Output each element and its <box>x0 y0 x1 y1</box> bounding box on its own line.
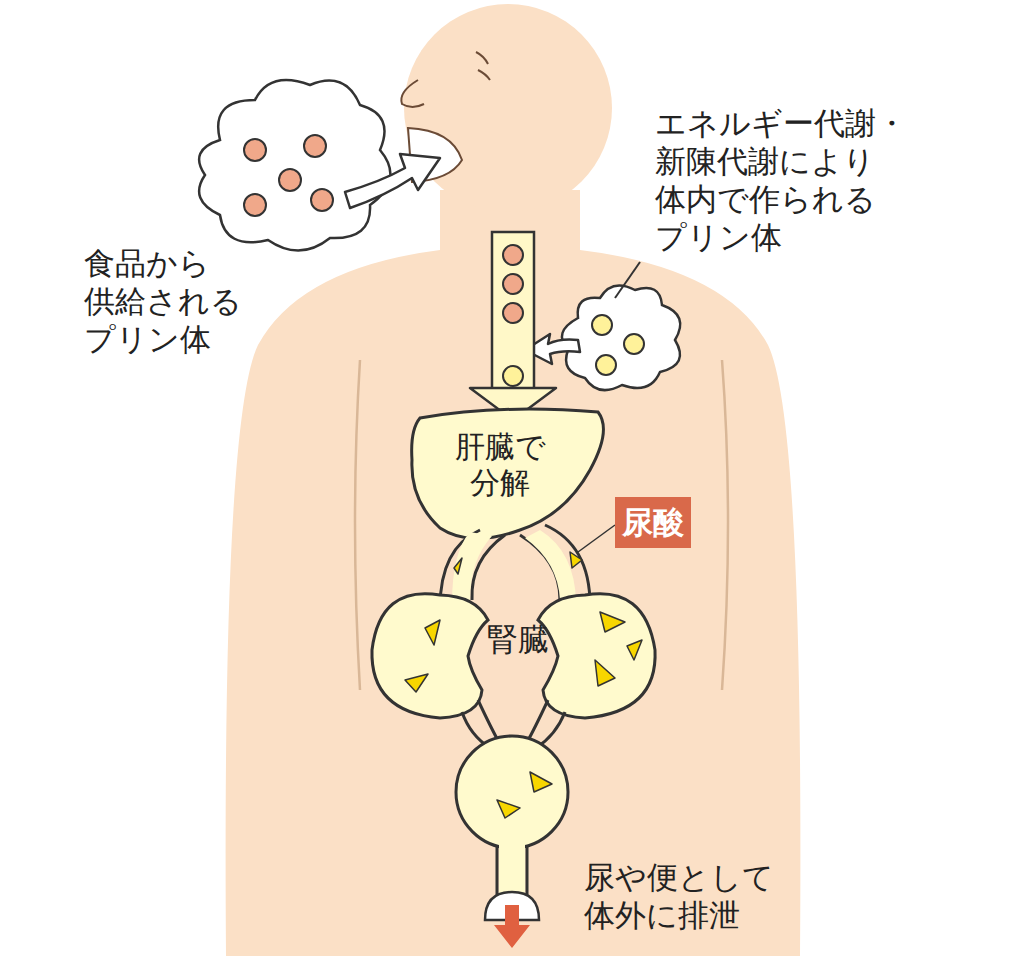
metabolic-purine-label: エネルギー代謝・ 新陳代謝により 体内で作られる プリン体 <box>655 104 907 256</box>
food-purine-label: 食品から 供給される プリン体 <box>84 244 242 358</box>
kidney-label: 腎臓 <box>487 620 549 658</box>
uric-acid-triangles <box>405 552 642 818</box>
esophagus <box>492 232 534 390</box>
duct <box>520 525 590 605</box>
leader-line <box>578 525 615 552</box>
duct-fill <box>452 532 492 604</box>
liver-label: 肝臓で 分解 <box>451 425 550 505</box>
food-purine-dots <box>244 135 333 216</box>
uric-acid-box: 尿酸 <box>615 497 691 548</box>
urethra-fill <box>499 844 525 896</box>
leader-line <box>615 262 640 298</box>
eye <box>476 52 490 80</box>
purine-dots <box>503 245 523 386</box>
node-text: 尿酸 <box>622 504 684 541</box>
kidney <box>538 594 655 718</box>
liver <box>412 409 604 538</box>
bladder <box>456 736 568 848</box>
duct-fill <box>525 530 576 602</box>
node-text: 肝臓で 分解 <box>455 429 546 501</box>
nose <box>401 80 424 107</box>
head <box>404 4 612 212</box>
kidney <box>372 594 488 718</box>
body-purine-dots <box>592 315 644 375</box>
food-bubble <box>199 80 390 251</box>
metabolism-bubble <box>562 286 680 391</box>
body-silhouette <box>226 190 801 956</box>
excretion-label: 尿や便として 体外に排泄 <box>584 858 774 934</box>
intake-arrow <box>345 154 440 208</box>
excretion-arrow <box>494 905 530 948</box>
